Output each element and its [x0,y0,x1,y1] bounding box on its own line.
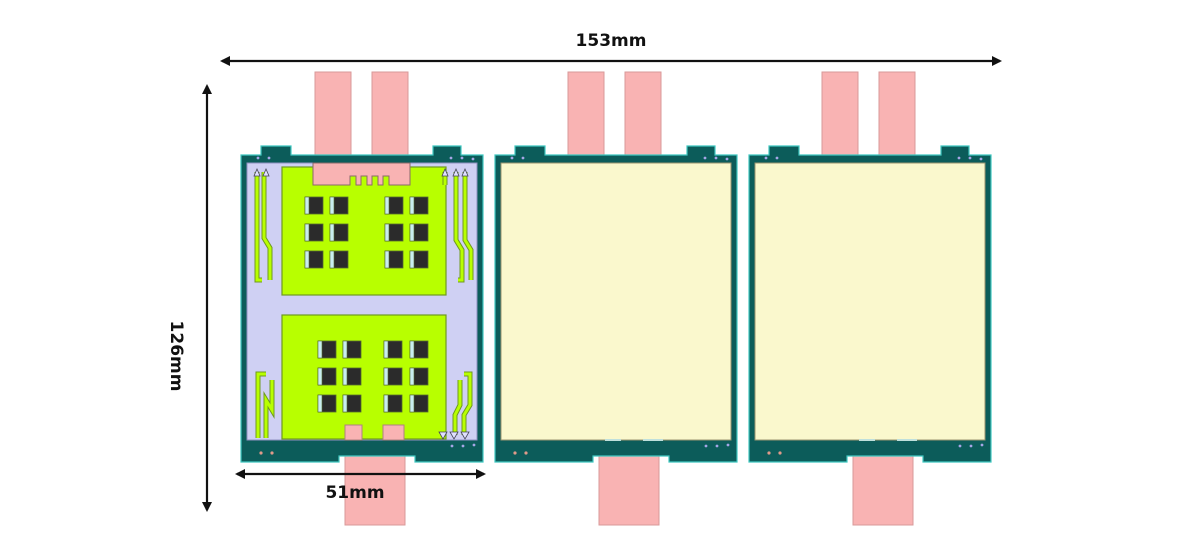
trace-right-bot-1 [462,372,472,435]
frame-screw-bottom [259,451,263,455]
cell-chip-terminal [329,223,335,242]
top-tab-2 [371,71,409,158]
frame-screw-bottom-right [450,444,454,448]
connector-pin [452,167,460,177]
frame-screw-bottom [524,451,528,455]
module-cover [500,162,732,441]
cell-chip-terminal [304,250,310,269]
trace-right-bot-2 [453,380,462,435]
cell-chip-terminal [329,250,335,269]
bottom-tab [598,453,660,526]
connector-pin [262,167,270,177]
cell-chip-terminal [383,394,389,413]
frame-screw [725,157,729,161]
trace-left-top-1 [255,172,262,282]
frame-screw-bottom-right [715,444,719,448]
cell-chip-terminal [383,340,389,359]
comb-connector [312,162,411,186]
frame-screw [449,156,453,160]
module-width-dimension: 51mm [235,469,486,503]
top-tab-1 [821,71,859,158]
total-width-dimension: 153mm [220,31,1002,66]
frame-screw [510,156,514,160]
cover-mark [897,439,917,441]
cell-chip-terminal [409,367,415,386]
cell-chip-terminal [317,367,323,386]
cover-mark [605,439,621,441]
bottom-connector-1 [344,424,363,441]
module-cover [754,162,986,441]
frame-screw [267,156,271,160]
frame-screw [521,156,525,160]
trace-left-top-2 [262,172,272,280]
connector-pin [461,167,469,177]
module-width-label: 51mm [325,483,384,503]
total-width-label: 153mm [576,31,647,51]
frame-screw-bottom-right [980,443,984,447]
cell-chip-terminal [317,340,323,359]
cell-chip-terminal [384,196,390,215]
bottom-tab [344,453,406,526]
frame-screw-bottom-right [969,444,973,448]
module-1-internal [240,71,484,526]
cell-chip-terminal [342,340,348,359]
trace-right-top-1 [454,172,464,282]
cell-chip-terminal [304,223,310,242]
cell-chip-terminal [409,196,415,215]
cell-chip-terminal [329,196,335,215]
trace-right-top-2 [463,172,473,280]
cell-chip-terminal [342,394,348,413]
cell-chip-terminal [383,367,389,386]
module-3-covered [748,71,992,526]
cell-chip-terminal [409,223,415,242]
cell-chip-terminal [317,394,323,413]
cell-chip-terminal [304,196,310,215]
frame-screw-bottom [513,451,517,455]
frame-screw [957,156,961,160]
frame-screw [764,156,768,160]
frame-screw [968,156,972,160]
connector-pin [438,431,448,440]
top-tab-2 [624,71,662,158]
connector-pin [441,167,449,177]
frame-screw [979,157,983,161]
top-tab-1 [567,71,605,158]
cell-chip-terminal [409,340,415,359]
cover-mark [643,439,663,441]
cell-chip-terminal [384,250,390,269]
cell-chip-terminal [384,223,390,242]
cell-chip-terminal [342,367,348,386]
module-2-covered [494,71,738,526]
connector-pin [449,431,459,440]
top-tab-1 [314,71,352,158]
frame-screw-bottom-right [958,444,962,448]
frame-screw-bottom [778,451,782,455]
connector-pin [253,167,261,177]
frame-screw [714,156,718,160]
frame-screw-bottom-right [472,443,476,447]
trace-left-bot-2 [264,380,274,438]
height-dimension: 126mm [166,84,212,512]
frame-screw-bottom-right [461,444,465,448]
frame-screw-bottom [767,451,771,455]
bottom-tab [852,453,914,526]
trace-left-bot-1 [256,372,266,438]
cell-chip-terminal [409,250,415,269]
frame-screw [471,157,475,161]
cell-chip-terminal [409,394,415,413]
cover-mark [859,439,875,441]
frame-screw [256,156,260,160]
frame-screw-bottom [270,451,274,455]
frame-screw [775,156,779,160]
frame-screw [703,156,707,160]
frame-screw [460,156,464,160]
frame-screw-bottom-right [704,444,708,448]
frame-screw-bottom-right [726,443,730,447]
top-tab-2 [878,71,916,158]
bottom-connector-2 [382,424,405,441]
height-label: 126mm [166,321,186,392]
connector-pin [460,431,470,440]
